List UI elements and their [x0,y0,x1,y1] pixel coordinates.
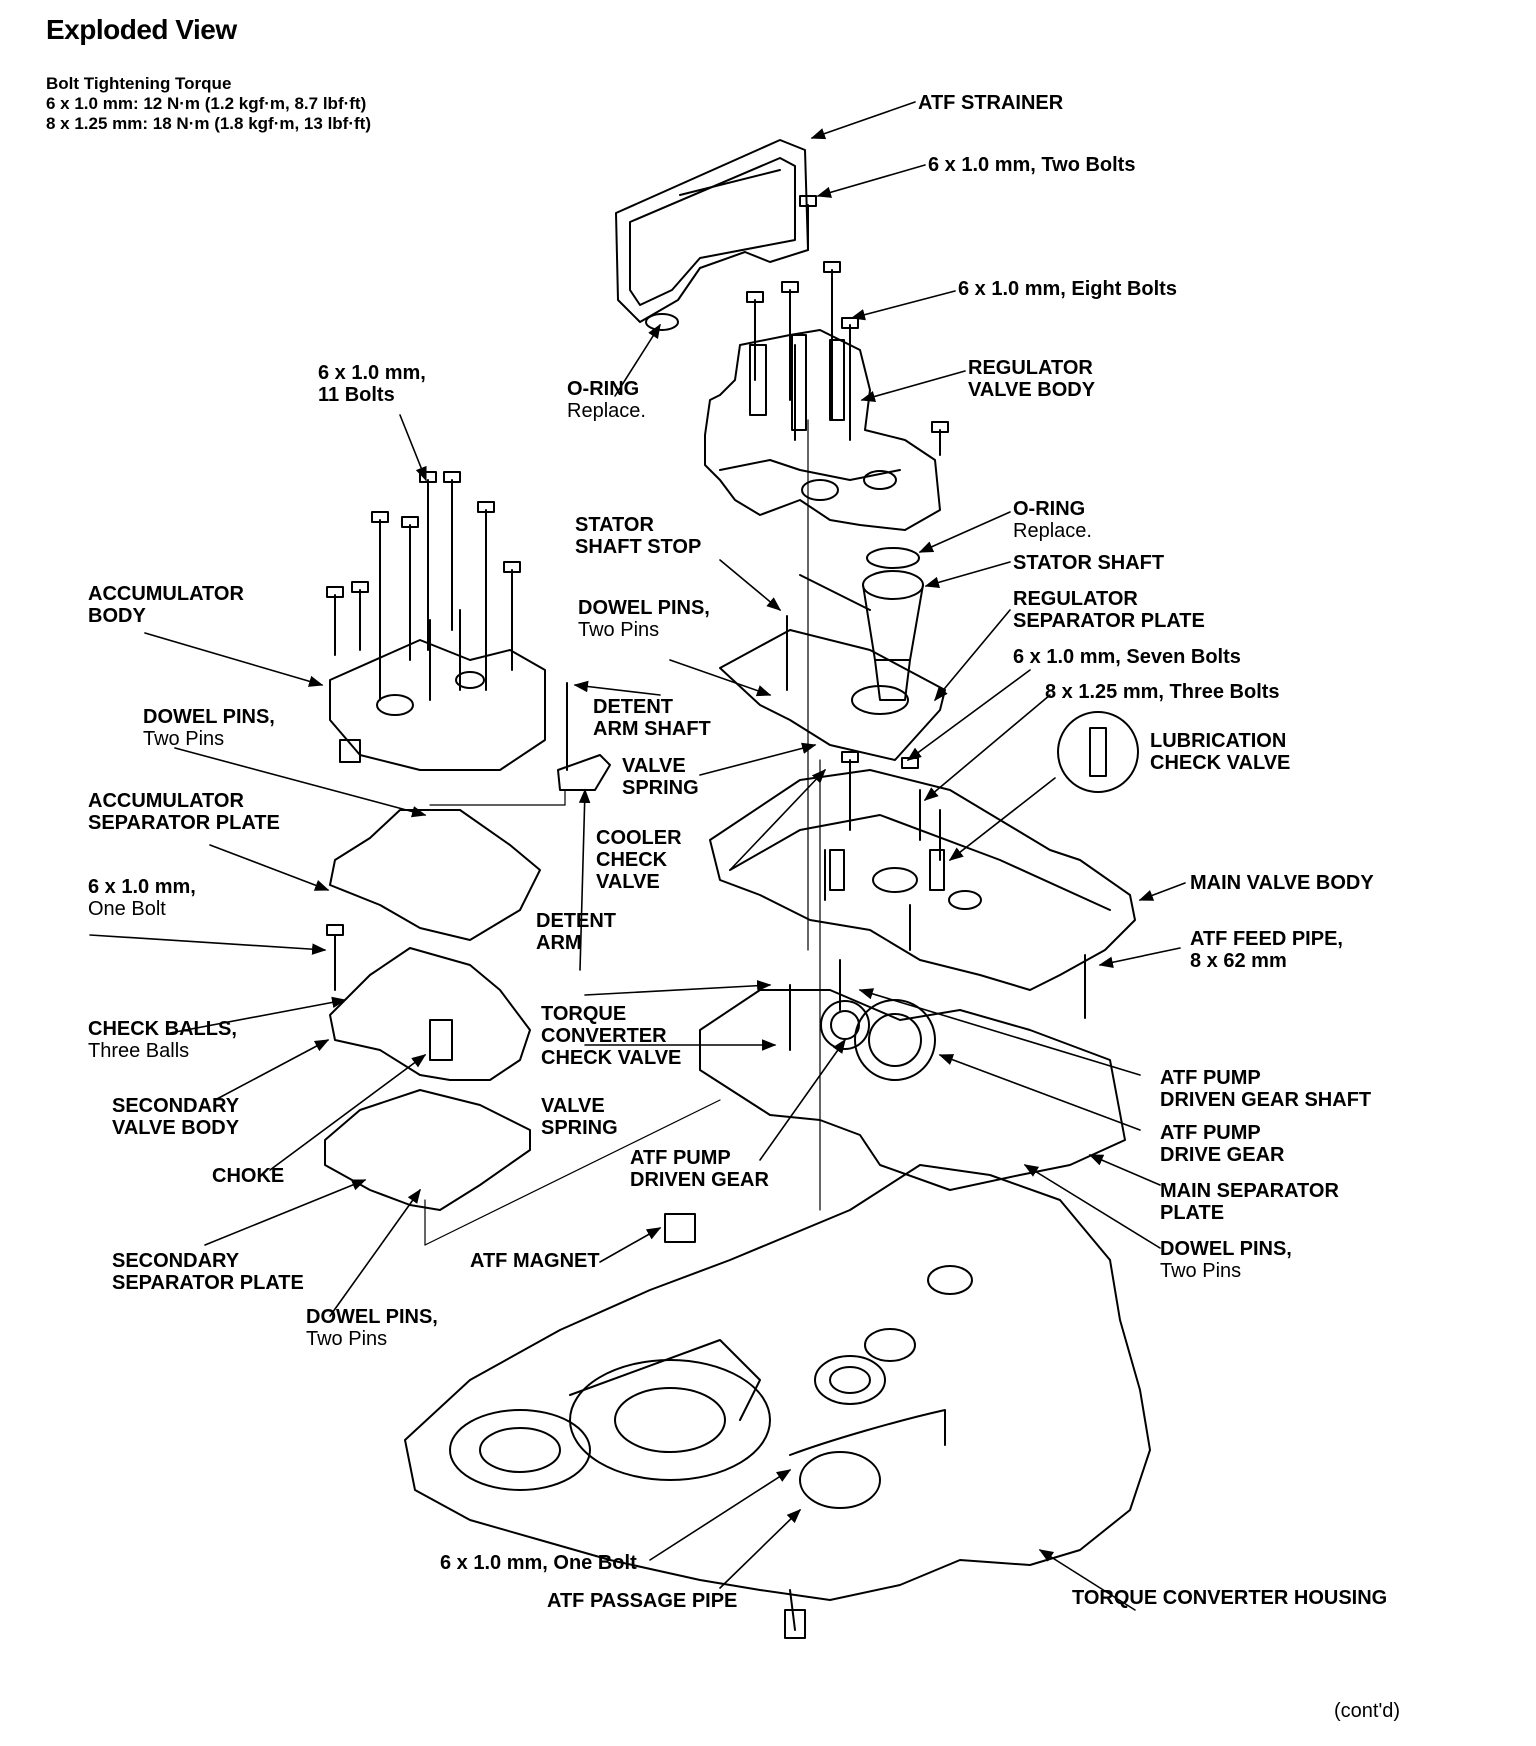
accumulator-separator-plate [329,809,541,941]
secondary-valve-body [326,924,531,1081]
torque-line-2: 8 x 1.25 mm: 18 N·m (1.8 kgf·m, 13 lbf·f… [46,114,371,133]
main-separator-plate [699,989,1126,1191]
label-atf-passage-pipe: ATF PASSAGE PIPE [547,1590,738,1612]
eight-bolts [746,195,949,456]
label-one-bolt-left: 6 x 1.0 mm,One Bolt [88,876,196,920]
label-torque-converter-housing: TORQUE CONVERTER HOUSING [1072,1587,1388,1609]
torque-line-1: 6 x 1.0 mm: 12 N·m (1.2 kgf·m, 8.7 lbf·f… [46,94,367,113]
torque-converter-housing [404,1164,1151,1639]
leader-lines [89,101,1186,1611]
eleven-bolts [326,471,521,701]
continued-note: (cont'd) [1334,1700,1401,1722]
label-three-bolts: 8 x 1.25 mm, Three Bolts [1045,681,1280,703]
secondary-separator-plate [324,1089,531,1211]
page-title: Exploded View [46,14,237,45]
regulator-valve-body [704,329,941,531]
label-dowel-pins-bottom: DOWEL PINS,Two Pins [306,1306,438,1350]
stator-shaft [799,570,924,701]
label-eleven-bolts: 6 x 1.0 mm,11 Bolts [318,362,426,406]
torque-spec: Bolt Tightening Torque 6 x 1.0 mm: 12 N·… [46,74,371,134]
o-ring-mid [866,547,920,569]
label-atf-feed-pipe: ATF FEED PIPE,8 x 62 mm [1190,928,1343,972]
label-atf-magnet: ATF MAGNET [470,1250,600,1272]
label-dowel-pins-left: DOWEL PINS,Two Pins [143,706,275,750]
label-check-balls: CHECK BALLS,Three Balls [88,1018,237,1062]
label-seven-bolts: 6 x 1.0 mm, Seven Bolts [1013,646,1241,668]
accumulator-body [329,639,546,771]
guide-lines [424,419,821,1246]
atf-magnet [664,1213,696,1243]
torque-heading: Bolt Tightening Torque [46,74,232,93]
label-stator-shaft: STATOR SHAFT [1013,552,1165,574]
regulator-separator-plate [719,629,946,761]
lubrication-check-valve [1057,711,1139,793]
atf-pump-gears [789,959,936,1081]
label-two-bolts: 6 x 1.0 mm, Two Bolts [928,154,1136,176]
label-dowel-pins-mid: DOWEL PINS,Two Pins [578,597,710,641]
main-valve-body [709,769,1136,991]
label-dowel-pins-right: DOWEL PINS,Two Pins [1160,1238,1292,1282]
atf-strainer [615,139,809,331]
seven-bolts [824,751,941,951]
label-atf-strainer: ATF STRAINER [918,92,1064,114]
label-choke: CHOKE [212,1165,285,1187]
label-eight-bolts: 6 x 1.0 mm, Eight Bolts [958,278,1177,300]
label-one-bolt-bottom: 6 x 1.0 mm, One Bolt [440,1552,637,1574]
label-main-valve-body: MAIN VALVE BODY [1190,872,1374,894]
detent-arm [557,754,611,791]
